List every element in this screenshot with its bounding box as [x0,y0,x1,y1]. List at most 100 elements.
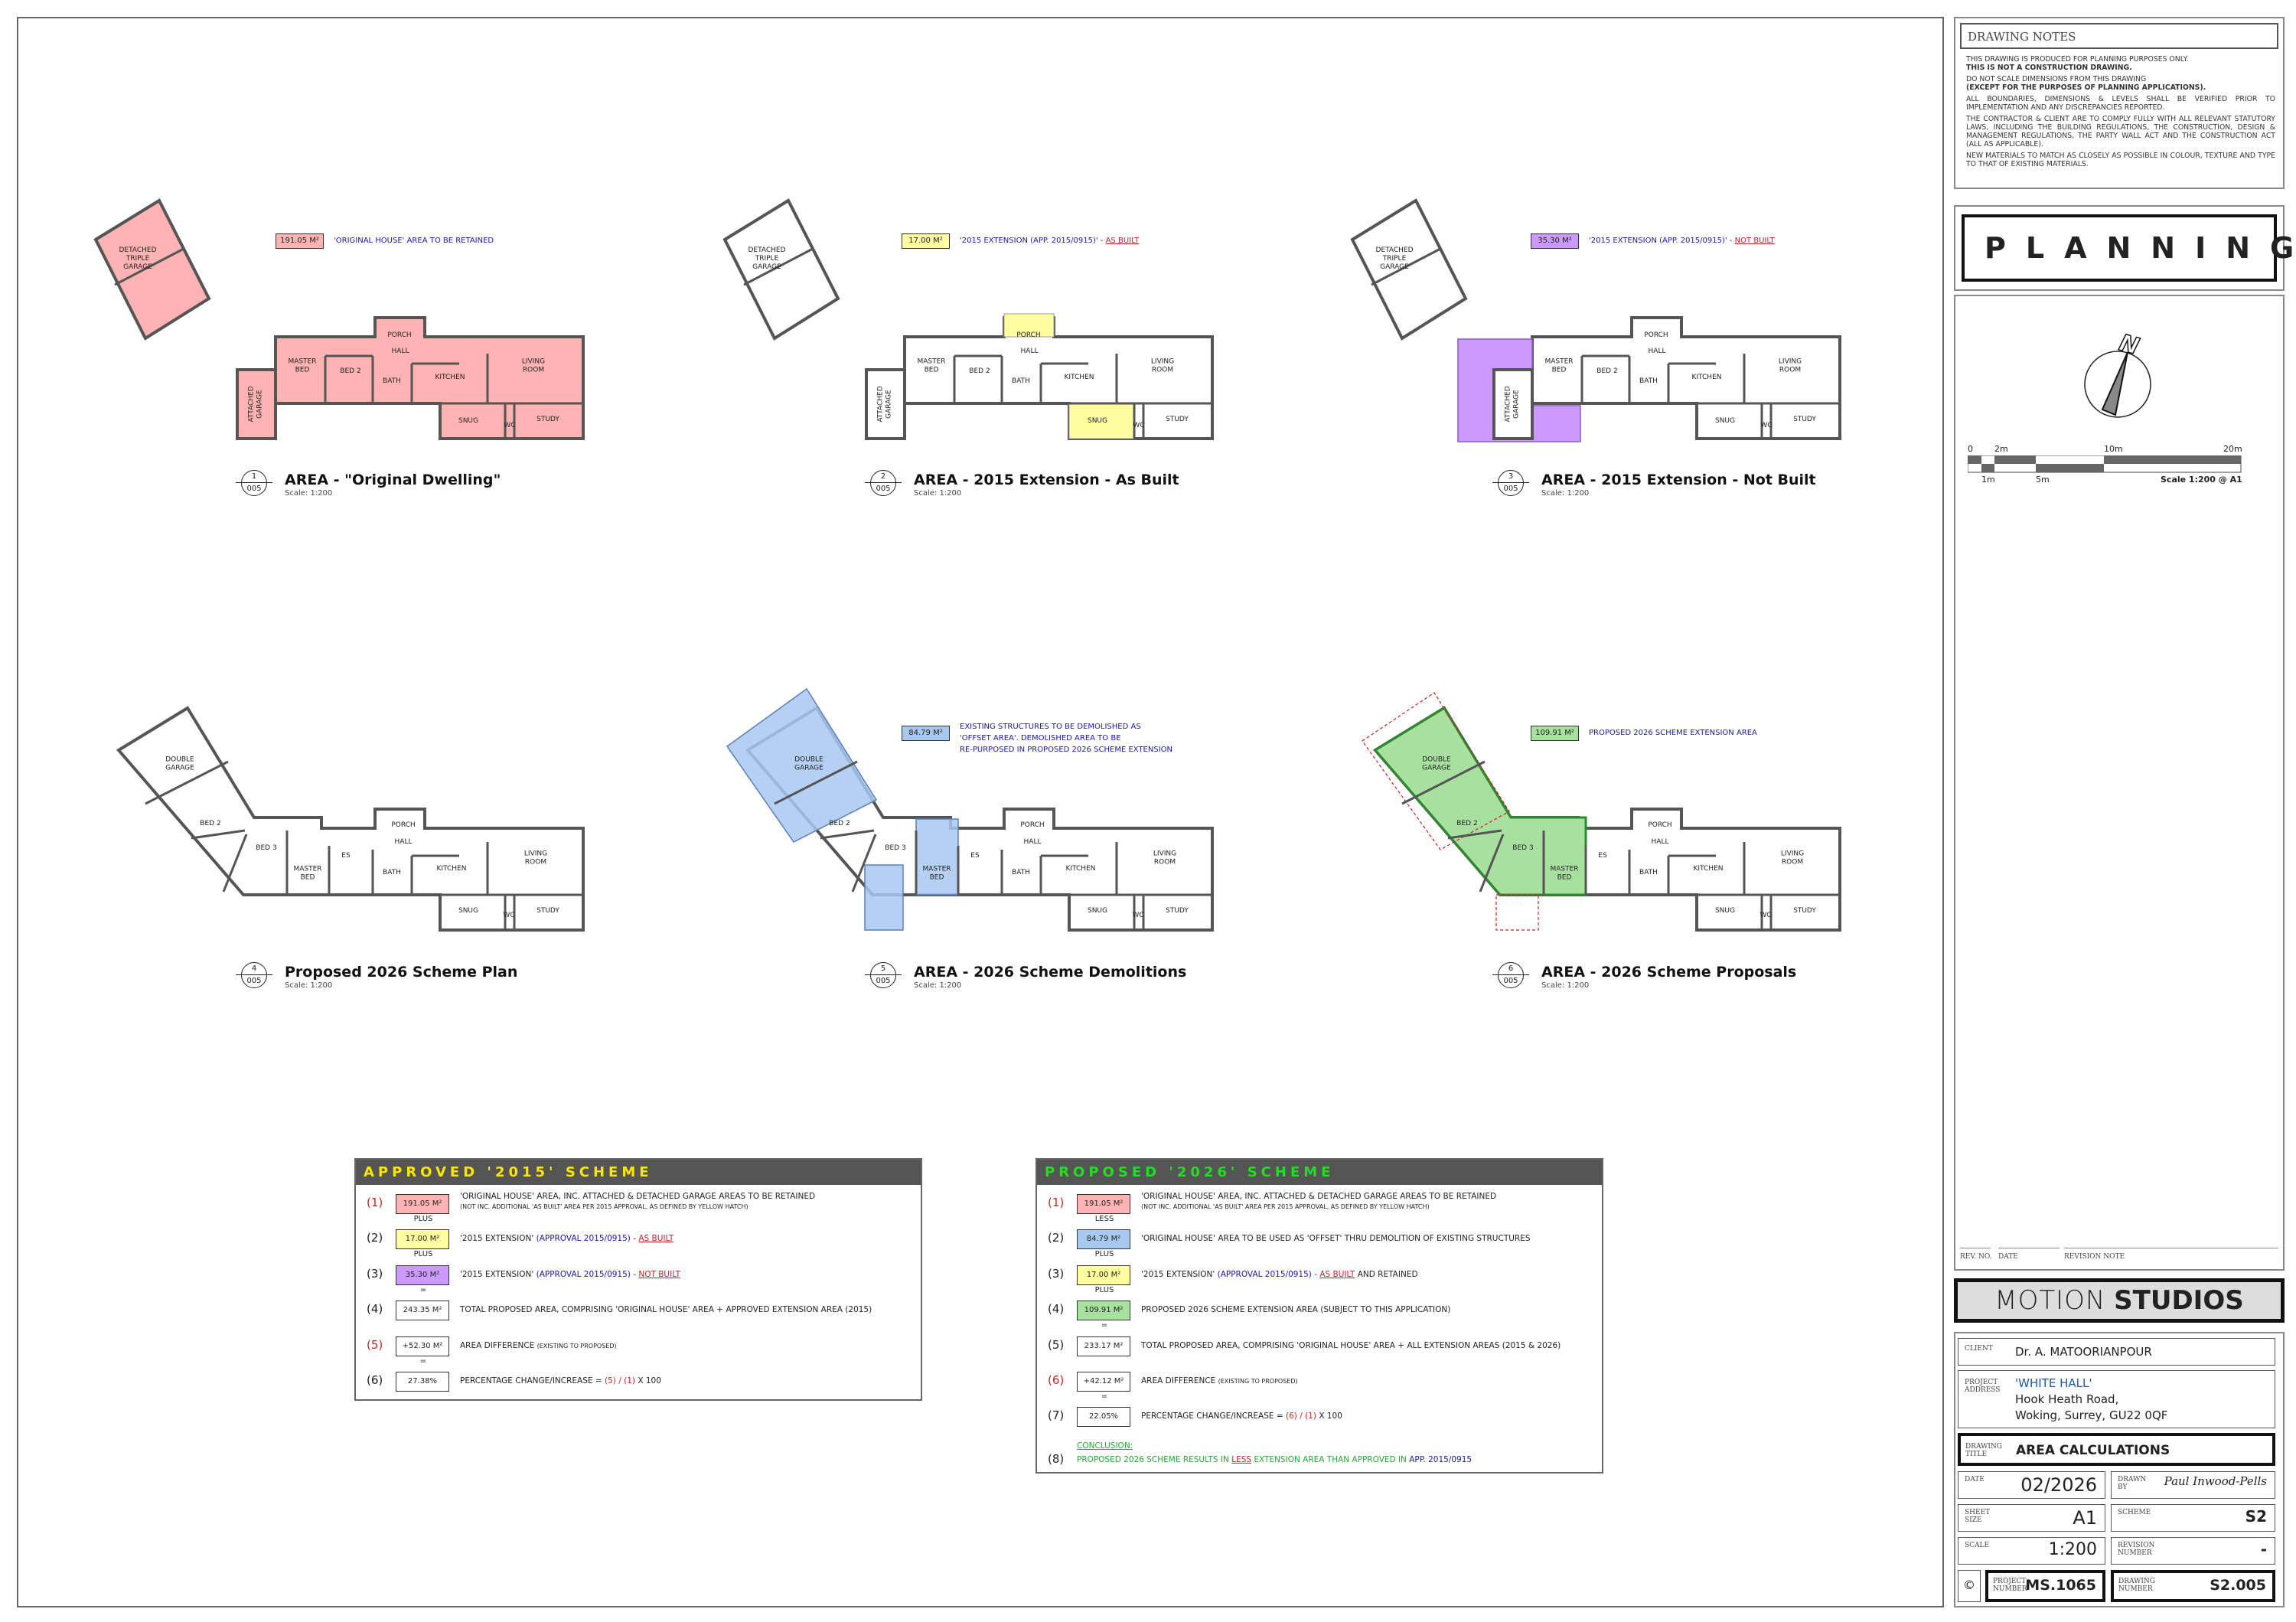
value-box: 191.05 M² [1077,1194,1130,1214]
stage-label: PLANNING [1962,214,2294,282]
room-label: PORCH [391,821,415,829]
scale-tick-10m: 10m [2104,444,2123,454]
text-segment: PROPOSED 2026 SCHEME RESULTS IN [1077,1454,1232,1464]
text-segment: (APPROVAL 2015/0915) [1217,1269,1312,1279]
drawing-note: THE CONTRACTOR & CLIENT ARE TO COMPLY FU… [1966,115,2275,148]
plan-title: AREA - 2015 Extension - Not Built [1541,472,1816,488]
room-label: PORCH [1644,331,1668,339]
row-description: AREA DIFFERENCE (EXISTING TO PROPOSED) [1141,1376,1298,1386]
room-label: WC [1133,422,1144,429]
scale-tick-1m: 1m [1981,475,1995,485]
drawing-title-box: DRAWING TITLE AREA CALCULATIONS [1958,1433,2275,1466]
client-box: CLIENT Dr. A. MATOORIANPOUR [1958,1338,2275,1366]
text-segment: PROPOSED 2026 SCHEME EXTENSION AREA (SUB… [1141,1305,1451,1315]
row-number: (6) [1048,1373,1065,1387]
text-segment: AS BUILT [1319,1269,1355,1279]
calc-row: (6)27.38%PERCENTAGE CHANGE/INCREASE = (5… [356,1372,921,1392]
room-label: SNUG [1088,907,1107,915]
calc-row: (3)17.00 M²'2015 EXTENSION' (APPROVAL 20… [1037,1265,1602,1285]
room-label: PORCH [387,331,411,339]
plan-title: AREA - 2026 Scheme Demolitions [914,964,1187,981]
wall [1371,247,1441,286]
wall [774,760,858,805]
conclusion-text: PROPOSED 2026 SCHEME RESULTS IN LESS EXT… [1077,1455,1472,1464]
rev-date-header: DATE [1998,1253,2018,1261]
wall [1447,829,1502,840]
room-label: SNUG [458,417,478,425]
text-segment: TOTAL PROPOSED AREA, COMPRISING 'ORIGINA… [460,1305,872,1315]
connector-label: = [419,1285,427,1294]
attached-garage [1492,368,1534,440]
field-label: REVISION NUMBER [2118,1542,2155,1557]
text-segment: AS BUILT [1105,237,1140,245]
text-segment: (EXISTING TO PROPOSED) [536,1342,617,1349]
north-scale-panel: N 0 2m 10m 20m 1m 5m Scale 1:200 @ A1 RE… [1954,295,2285,1271]
text-segment: - [630,1234,639,1244]
attached-garage [236,368,277,440]
plan-title: AREA - 2026 Scheme Proposals [1541,964,1797,981]
field-label: PROJECT NUMBER [1993,1578,2027,1593]
drawing-note: (EXCEPT FOR THE PURPOSES OF PLANNING APP… [1966,83,2206,92]
plan-scale: Scale: 1:200 [285,981,333,990]
room-label: ES [1598,852,1607,860]
field-label: SCHEME [2118,1509,2151,1516]
drawing-notes-list: THIS DRAWING IS PRODUCED FOR PLANNING PU… [1966,55,2275,168]
value-box: 17.00 M² [1077,1265,1130,1285]
value-box: 17.00 M² [396,1229,449,1250]
room-label: BATH [1639,869,1658,876]
text-segment: EXISTING STRUCTURES TO BE DEMOLISHED AS [960,723,1141,731]
row-number: (5) [367,1337,383,1352]
room-label: BATH [383,377,401,385]
room-label: KITCHEN [1065,374,1094,381]
plan-title: AREA - "Original Dwelling" [285,472,501,488]
scale-value: 1:200 [2048,1540,2097,1559]
row-number: (8) [1048,1451,1065,1466]
area-tag-value: 191.05 M² [276,233,324,249]
text-segment: EXTENSION AREA THAN APPROVED IN [1251,1454,1410,1464]
plan-scale: Scale: 1:200 [1541,489,1590,498]
detached-garage [722,198,840,341]
room-label: BED 3 [256,844,276,852]
room-label: BED 2 [1596,367,1617,375]
scale-tick-5m: 5m [2036,475,2050,485]
wall [1401,760,1486,805]
room-label: PORCH [1016,331,1040,339]
row-number: (4) [367,1302,383,1317]
room-label: BED 2 [969,367,990,375]
value-box: 84.79 M² [1077,1229,1130,1250]
row-description: 'ORIGINAL HOUSE' AREA, INC. ATTACHED & D… [460,1192,815,1212]
row-number: (5) [1048,1337,1065,1352]
value-box: 243.35 M² [396,1301,449,1321]
text-segment: '2015 EXTENSION' [460,1269,536,1279]
text-segment: (APPROVAL 2015/0915) [536,1234,631,1244]
text-segment: LESS [1231,1454,1252,1464]
calc-row: (2)17.00 M²'2015 EXTENSION' (APPROVAL 20… [356,1229,921,1250]
text-segment: (6) / (1) [1286,1411,1316,1421]
room-label: BED 2 [1456,820,1477,827]
drawing-notes-panel: DRAWING NOTES THIS DRAWING IS PRODUCED F… [1954,17,2285,189]
previous-outline [1495,894,1539,931]
drawing-number-value: S2.005 [2210,1577,2266,1594]
value-box: 35.30 M² [396,1265,449,1285]
north-arrow-icon: N [2084,329,2151,418]
row-description: 'ORIGINAL HOUSE' AREA TO BE USED AS 'OFF… [1141,1234,1531,1244]
calc-row: (2)84.79 M²'ORIGINAL HOUSE' AREA TO BE U… [1037,1229,1602,1250]
connector-label: = [419,1356,427,1366]
text-segment: '2015 EXTENSION (APP. 2015/0915)' - [1589,237,1735,245]
drawn-by-value: Paul Inwood-Pells [2164,1474,2267,1488]
client-name: Dr. A. MATOORIANPOUR [2015,1345,2152,1359]
area-tag-value: 84.79 M² [902,726,950,741]
